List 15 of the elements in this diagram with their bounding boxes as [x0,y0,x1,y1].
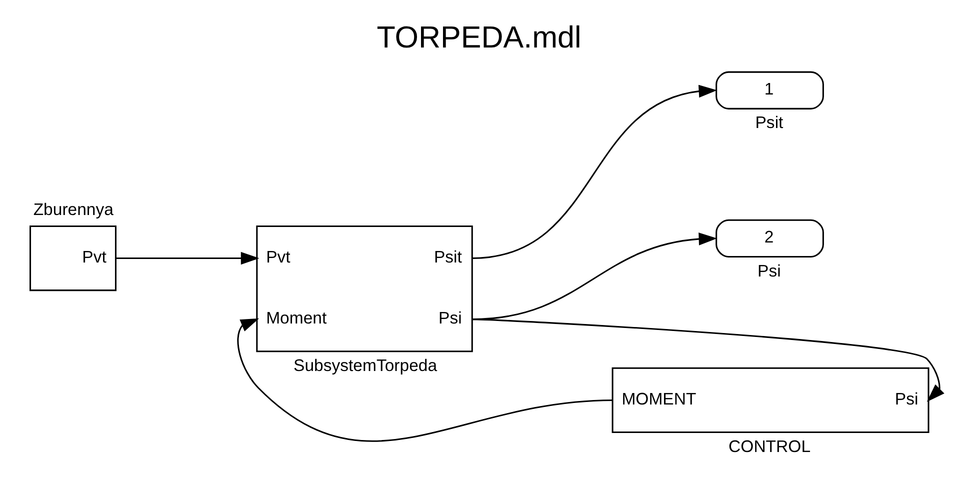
node-box: MOMENT Psi [612,367,930,434]
diagram-title: TORPEDA.mdl [376,20,582,55]
node-label: Zburennya [33,200,114,220]
arrow [116,252,260,265]
node-box: Pvt [30,225,116,292]
node-label: Psi [758,261,781,280]
arrow [237,318,613,442]
arrow [472,84,718,260]
arrow [472,318,944,402]
node-box: 2 [716,219,824,258]
node-label: CONTROL [728,436,811,456]
node-box: Pvt Psit Moment Psi [256,225,473,352]
node-label: Psit [755,113,784,132]
node-label: SubsystemTorpeda [294,356,438,375]
node-box: 1 [716,71,824,110]
